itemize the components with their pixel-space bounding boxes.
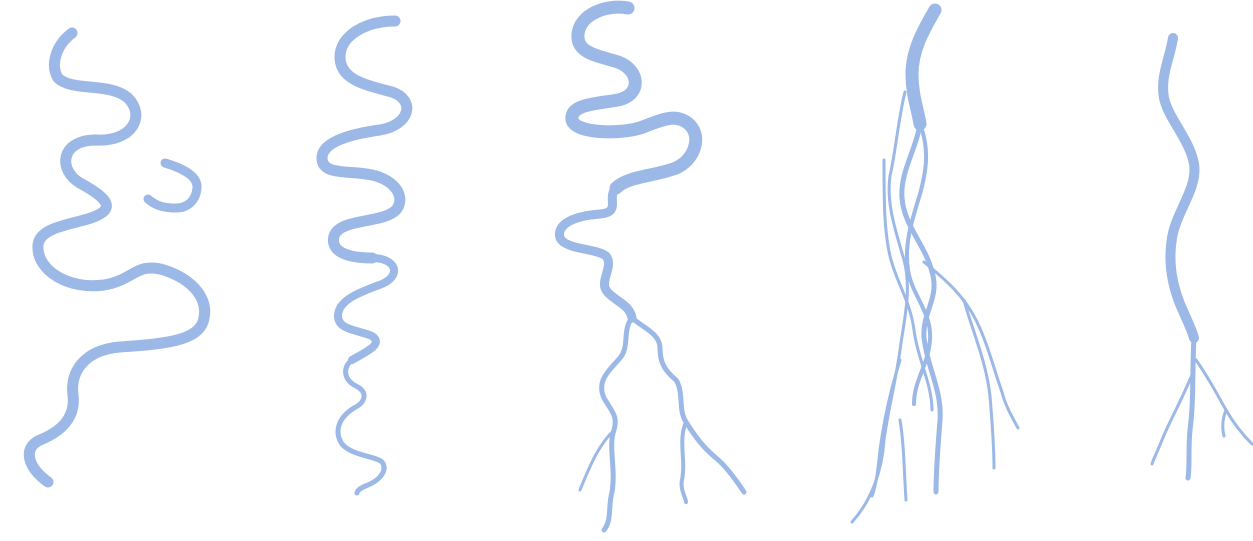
tributary-right-fork: [682, 422, 686, 502]
sinuous-river-icon: [322, 21, 407, 493]
tributary-east-small: [1223, 410, 1226, 436]
sinuous-channel-middle: [338, 258, 394, 360]
braided-river-icon: [852, 10, 1018, 522]
narrowing-channel: [559, 188, 632, 318]
tributary-left: [602, 318, 632, 530]
braid-channel-h: [900, 420, 906, 500]
oxbow-lake: [148, 163, 197, 208]
sinuous-channel-upper: [322, 21, 407, 258]
braided-main-channel: [912, 10, 935, 124]
straight-channel: [1163, 38, 1194, 338]
tributary-right: [632, 318, 744, 492]
main-meander: [572, 7, 696, 188]
meandering-channel: [29, 33, 204, 482]
meandering-river-icon: [29, 33, 204, 482]
straight-river-icon: [1152, 38, 1252, 478]
branching-river-icon: [559, 7, 744, 530]
sinuous-channel-lower: [338, 360, 384, 493]
straight-channel-lower: [1188, 338, 1194, 478]
tributary-left-fork: [580, 430, 614, 490]
